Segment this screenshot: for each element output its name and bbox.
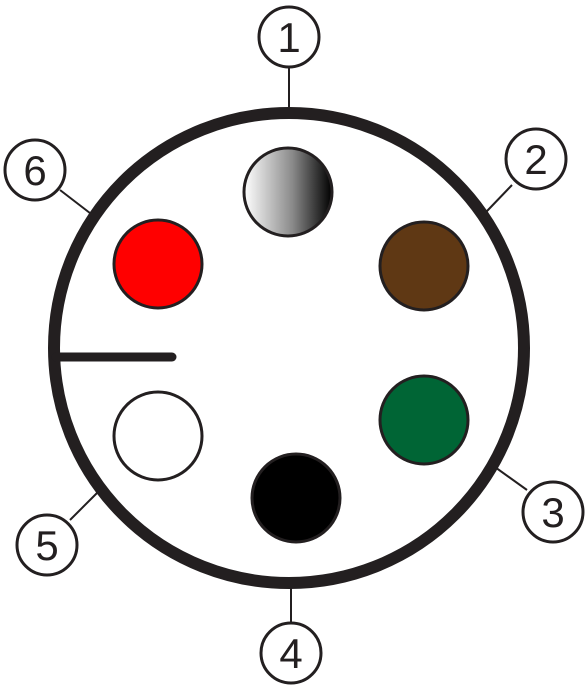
pin-label-3: 3: [521, 480, 585, 544]
label-bubble: [257, 5, 321, 69]
label-bubble: [504, 127, 568, 191]
pin-label-bubbles: 1 2 3 4 5 6: [3, 5, 585, 685]
pin-label-2: 2: [504, 127, 568, 191]
label-bubble: [15, 513, 79, 577]
pin-label-1: 1: [257, 5, 321, 69]
label-bubble: [259, 621, 323, 685]
pin-label-4: 4: [259, 621, 323, 685]
pin-1-contact: [242, 146, 334, 238]
pin-number-3: 3: [541, 489, 564, 536]
pin-2-contact: [378, 220, 470, 312]
pin-3-contact: [378, 374, 470, 466]
pin-number-4: 4: [279, 630, 302, 677]
pin-number-6: 6: [23, 147, 46, 194]
pin-4-contact: [250, 452, 342, 544]
label-bubble: [3, 138, 67, 202]
pin-number-1: 1: [277, 14, 300, 61]
pin-6-contact: [112, 218, 204, 310]
pin-5-contact: [112, 390, 204, 482]
label-bubble: [521, 480, 585, 544]
pin-contacts: [112, 146, 470, 544]
pin-label-5: 5: [15, 513, 79, 577]
pin-number-2: 2: [524, 136, 547, 183]
pin-label-6: 6: [3, 138, 67, 202]
pin-number-5: 5: [35, 522, 58, 569]
